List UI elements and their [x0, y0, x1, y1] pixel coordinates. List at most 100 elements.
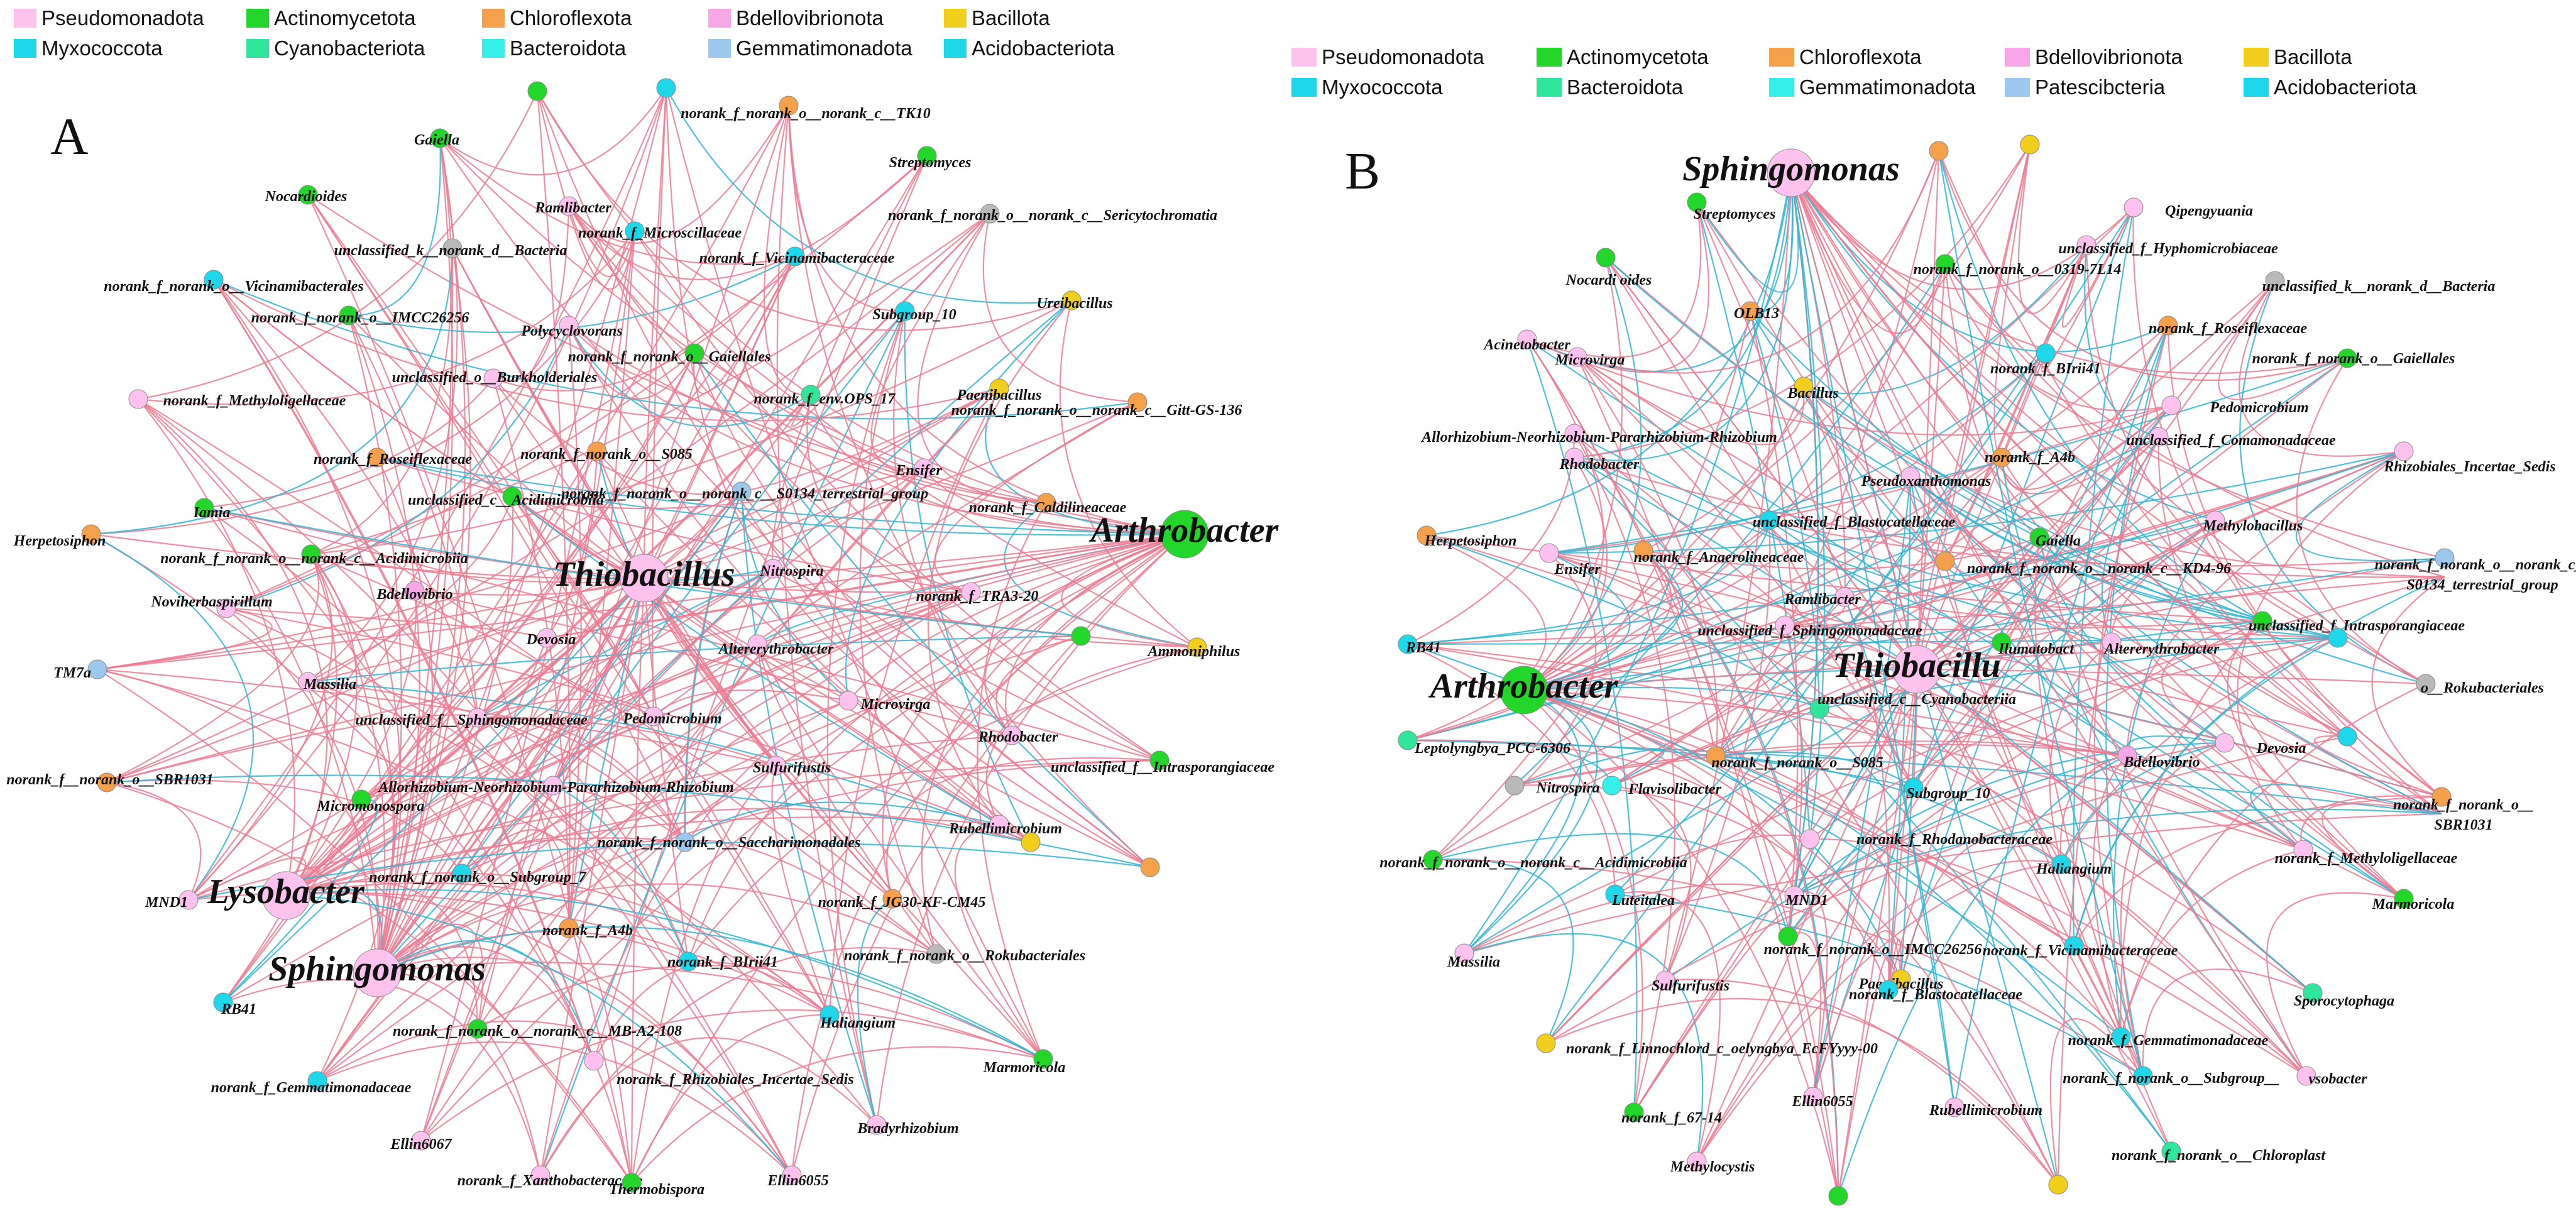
negative-edge [2250, 784, 2442, 850]
network-node [128, 389, 148, 409]
node-label: Ureibacillus [1036, 295, 1112, 312]
negative-edge [1407, 520, 1770, 645]
negative-edge [845, 300, 1072, 701]
legend-swatch [246, 39, 269, 58]
positive-edge [439, 87, 667, 176]
network-node [763, 559, 783, 579]
positive-edge [644, 578, 1151, 868]
positive-edge [1605, 257, 2442, 814]
node-label: norank_f_norank_o__norank_c__S0134_terre… [561, 486, 928, 502]
positive-edge [106, 781, 202, 901]
positive-edge [536, 90, 1031, 843]
network-node [838, 691, 858, 711]
network-node [2161, 395, 2181, 415]
network-node [442, 238, 463, 258]
positive-edge [2093, 436, 2160, 1077]
network-node [926, 944, 946, 964]
negative-edge [1916, 669, 2059, 1185]
network-node [1759, 510, 1779, 530]
positive-edge [2038, 537, 2307, 1077]
legend-label: Bacteroidota [510, 36, 627, 60]
node-label: Iamia [193, 505, 231, 521]
network-node [1929, 141, 1949, 161]
positive-edge [420, 534, 1185, 1141]
network-node [367, 447, 387, 468]
positive-edge [1809, 838, 2307, 1077]
positive-edge [1432, 310, 1751, 860]
node-label: Gaiella [414, 132, 459, 148]
positive-edge [1916, 144, 2031, 670]
node-label: norank_f_BIrii41 [1990, 361, 2101, 377]
positive-edge [1548, 552, 2348, 738]
positive-edge [106, 554, 320, 783]
positive-edge [1696, 202, 1946, 562]
positive-edge [982, 213, 1138, 403]
negative-edge [1526, 339, 1638, 1113]
positive-edge [1577, 356, 1946, 562]
network-node [747, 634, 767, 654]
positive-edge [1696, 669, 1918, 1162]
positive-edge [493, 378, 742, 495]
network-node [1891, 969, 1911, 989]
positive-edge [643, 578, 689, 962]
positive-edge [1614, 891, 1721, 1162]
node-label: Qipengyuania [2165, 203, 2253, 219]
positive-edge [2061, 637, 2338, 865]
node-label: norank_f_Vicinamibacteraceae [699, 250, 895, 266]
node-label: Altererythrobacter [718, 641, 834, 657]
node-label: Thermobispora [609, 1182, 704, 1198]
positive-edge [652, 87, 667, 717]
positive-edge [376, 138, 454, 973]
positive-edge [222, 554, 358, 1003]
node-label: norank_f_norank_o__norank_c__Acidimicrob… [1379, 855, 1687, 871]
positive-edge [376, 946, 633, 1183]
positive-edge [688, 646, 1198, 962]
node-label: unclassified_f_Hyphomicrobiaceae [2058, 241, 2278, 257]
network-node [405, 581, 425, 601]
positive-edge [892, 310, 1012, 736]
negative-edge [348, 138, 441, 317]
negative-edge [376, 456, 1185, 535]
negative-edge [740, 491, 878, 1126]
positive-edge [771, 155, 928, 569]
positive-edge [1464, 883, 1795, 955]
positive-edge [310, 553, 893, 899]
node-label: norank_f_norank_o__IMCC26256 [1764, 941, 1982, 958]
positive-edge [567, 325, 582, 929]
node-label: Acinetobacter [1483, 337, 1570, 353]
network-node [1504, 776, 1525, 796]
negative-edge [285, 886, 383, 973]
negative-edge [1523, 689, 1902, 980]
network-node [2394, 441, 2414, 461]
network-node [1834, 587, 1855, 607]
positive-edge [536, 90, 571, 929]
positive-edge [376, 635, 1082, 973]
node-label: norank_f_Linnochlord_c_oelyngbya_EcFYyyy… [1566, 1041, 1878, 1057]
positive-edge [1768, 519, 2445, 567]
negative-edge [1715, 755, 2172, 1152]
network-node [684, 343, 704, 363]
negative-edge [1574, 172, 1792, 459]
network-node [1775, 615, 1795, 635]
positive-edge [1577, 356, 1805, 446]
legend-swatch [1291, 48, 1317, 67]
node-label: Ellin6067 [390, 1136, 452, 1153]
negative-edge [90, 534, 255, 901]
positive-edge [1665, 979, 2059, 1185]
positive-edge [653, 402, 1138, 717]
positive-edge [492, 378, 570, 929]
node-label: Pedomicrobium [622, 711, 721, 727]
positive-edge [568, 928, 633, 1183]
network-node [204, 270, 224, 290]
node-label: unclassified_f__Sphingomonadaceae [355, 712, 588, 728]
legend-label: Chloroflexota [510, 6, 632, 30]
node-label: Rhodobacter [1559, 456, 1640, 473]
hub-node-label: Lysobacter [207, 872, 365, 911]
positive-edge [307, 681, 396, 1082]
negative-edge [285, 894, 792, 1176]
negative-edge [1937, 150, 2144, 1077]
negative-edge [376, 926, 1044, 1060]
legend-label: Pseudomonadota [1322, 45, 1484, 69]
positive-edge [1944, 561, 2144, 1077]
